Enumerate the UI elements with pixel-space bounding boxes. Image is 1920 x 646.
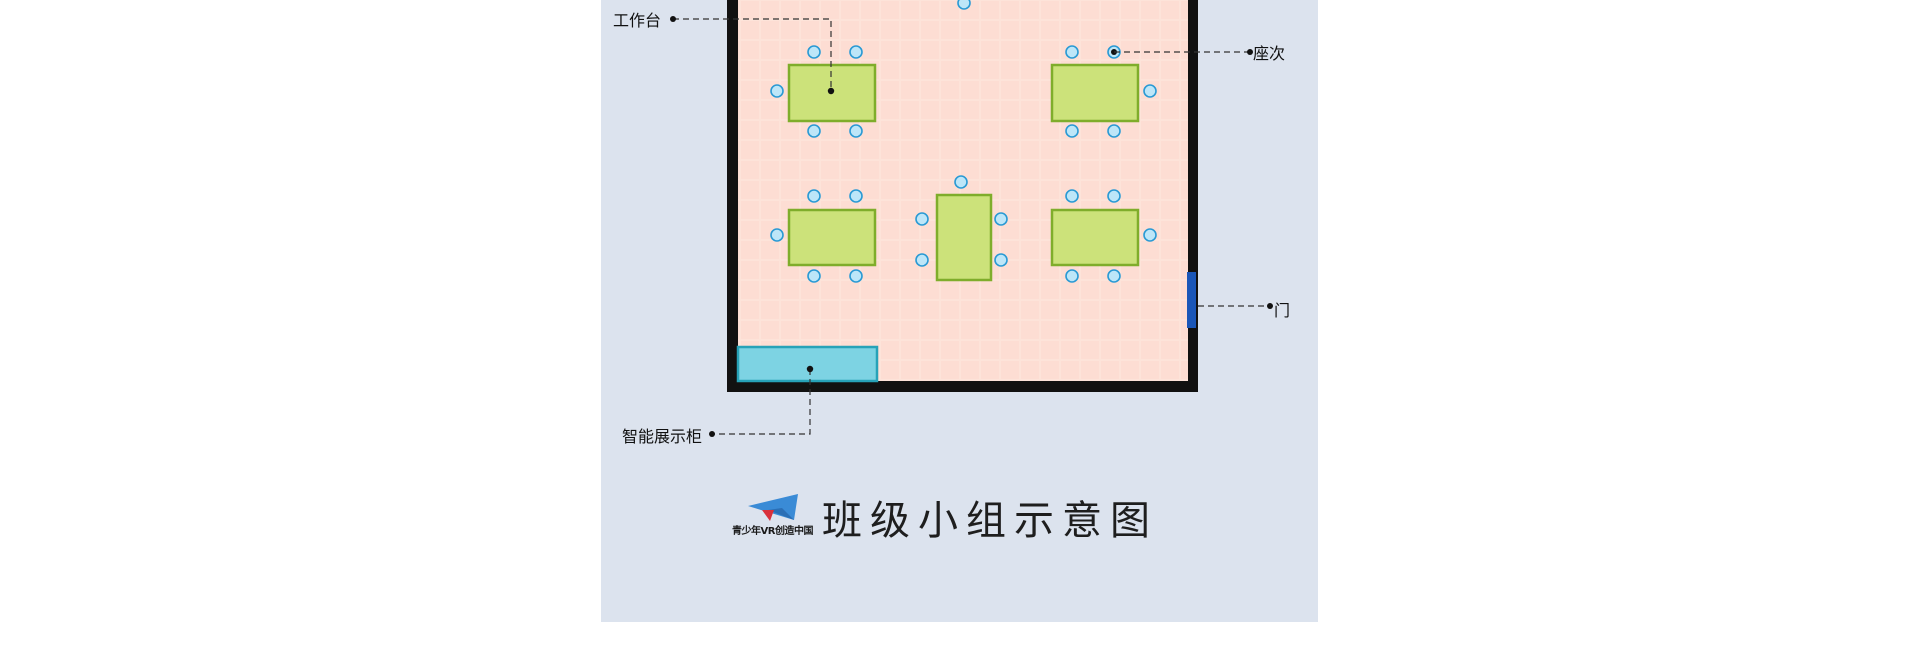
diagram-title: 班级小组示意图 xyxy=(822,498,1158,544)
display-cabinet xyxy=(736,345,879,383)
logo-text: 青少年VR创造中国 xyxy=(732,526,813,537)
seat xyxy=(1143,84,1157,98)
seat xyxy=(1065,45,1079,59)
label-workbench: 工作台 xyxy=(613,11,662,30)
label-door: 门 xyxy=(1274,301,1291,320)
table-center xyxy=(935,193,993,282)
seat xyxy=(1065,189,1079,203)
seat xyxy=(849,45,863,59)
room-walls xyxy=(727,0,1198,392)
seat xyxy=(1107,124,1121,138)
callout-dots xyxy=(670,16,1273,437)
seat xyxy=(957,0,971,10)
seat xyxy=(915,212,929,226)
callout-lines xyxy=(673,18,1270,435)
seat xyxy=(915,253,929,267)
table-top-right xyxy=(1050,63,1140,123)
seats xyxy=(770,0,1157,283)
seat xyxy=(1107,189,1121,203)
seat xyxy=(849,189,863,203)
seat xyxy=(770,228,784,242)
seat xyxy=(849,124,863,138)
seat xyxy=(994,253,1008,267)
seat xyxy=(1065,269,1079,283)
seat xyxy=(807,189,821,203)
paper-plane-logo-icon xyxy=(748,494,798,521)
table-mid-right xyxy=(1050,208,1140,267)
tables xyxy=(787,63,1140,282)
seat xyxy=(1065,124,1079,138)
room-floor xyxy=(738,0,1188,384)
label-display-cabinet: 智能展示柜 xyxy=(622,427,703,446)
seat xyxy=(1143,228,1157,242)
seat xyxy=(807,124,821,138)
seat xyxy=(954,175,968,189)
seat xyxy=(1107,269,1121,283)
door xyxy=(1187,272,1196,328)
seat xyxy=(807,45,821,59)
table-mid-left xyxy=(787,208,877,267)
seat xyxy=(849,269,863,283)
label-seat: 座次 xyxy=(1253,44,1286,63)
seat xyxy=(807,269,821,283)
seat xyxy=(770,84,784,98)
seat xyxy=(994,212,1008,226)
